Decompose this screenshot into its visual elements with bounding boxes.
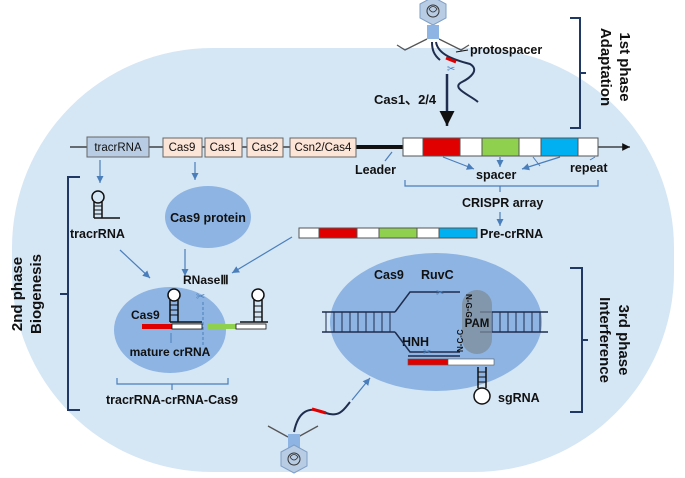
svg-text:N-C-C: N-C-C (456, 329, 465, 352)
gene-csn2-cas4: Csn2/Cas4 (289, 137, 357, 158)
cell-body (12, 48, 674, 472)
mature-crrna-label: mature crRNA (130, 345, 211, 359)
svg-text:1st phase: 1st phase (616, 32, 633, 101)
ngg-label: N-G-G (464, 294, 473, 318)
svg-text:3rd phase: 3rd phase (615, 305, 632, 376)
tracrrna-label: tracrRNA (70, 227, 125, 241)
phage-bottom (267, 425, 319, 474)
repeat-label: repeat (570, 161, 608, 175)
svg-text:Csn2/Cas4: Csn2/Cas4 (295, 142, 352, 154)
leader-label: Leader (355, 163, 396, 177)
pre-crrna-strand (298, 227, 478, 239)
svg-text:2nd phase: 2nd phase (9, 257, 26, 331)
gene-tracrrna: tracrRNA (86, 136, 150, 158)
sgrna-label: sgRNA (498, 391, 540, 405)
pam-label: PAM (465, 318, 490, 330)
phase-label-interference-2: Interference (596, 297, 613, 383)
interference-oval (330, 253, 542, 391)
phage-top (396, 0, 470, 51)
scissors-ruvc: ✂ (436, 288, 444, 299)
released-repeat (208, 288, 268, 330)
phase-label-interference: 3rd phase (615, 305, 632, 376)
svg-text:Biogenesis: Biogenesis (28, 254, 45, 334)
svg-text:Cas2: Cas2 (252, 142, 279, 154)
cas9-protein-label: Cas9 protein (170, 211, 246, 225)
cas9-protein-oval (165, 186, 251, 248)
phase-label-adaptation: 1st phase (616, 32, 633, 101)
crispr-array-blocks (402, 137, 599, 157)
scissors-rnase: ✂ (196, 291, 205, 303)
svg-text:N-G-G: N-G-G (464, 294, 473, 318)
svg-text:Adaptation: Adaptation (597, 28, 614, 106)
sgrna-structure (407, 355, 495, 405)
hnh-label: HNH (402, 335, 429, 349)
complex-brace (116, 378, 229, 390)
scissors-top: ✂ (447, 64, 455, 75)
svg-text:Cas1: Cas1 (210, 142, 237, 154)
crispr-array-brace (404, 180, 599, 192)
pam-region (462, 290, 492, 354)
svg-text:Interference: Interference (596, 297, 613, 383)
cas9-big-label: Cas9 (374, 268, 404, 282)
spacer-label: spacer (476, 168, 516, 182)
rnase-label: RNaseⅢ (183, 273, 229, 287)
pre-crrna-label: Pre-crRNA (480, 227, 543, 241)
phase-label-adaptation-2: Adaptation (597, 28, 614, 106)
gene-cas1: Cas1 (204, 137, 243, 158)
scissors-hnh: ✂ (423, 347, 431, 358)
cas-adapt-label: Cas1、2/4 (374, 92, 437, 107)
crispr-array-label: CRISPR array (462, 196, 543, 210)
bracket-biogenesis (60, 176, 80, 411)
complex-oval (114, 287, 226, 373)
bracket-interference (570, 267, 588, 413)
phage-dna-top (435, 41, 479, 103)
bracket-adaptation (570, 17, 586, 129)
svg-text:tracrRNA: tracrRNA (94, 142, 142, 154)
cas9-small-label: Cas9 (131, 308, 160, 322)
complex-rna (142, 288, 203, 330)
protospacer-label: protospacer (470, 43, 542, 57)
tracrrna-hairpin (91, 190, 120, 219)
phase-label-biogenesis: 2nd phase (9, 257, 26, 331)
phase-label-biogenesis-2: Biogenesis (28, 254, 45, 334)
complex-label: tracrRNA-crRNA-Cas9 (106, 393, 238, 407)
ruvc-label: RuvC (421, 268, 454, 282)
gene-cas2: Cas2 (246, 137, 284, 158)
ncc-label: N-C-C (456, 329, 465, 352)
target-dna (322, 291, 548, 353)
svg-text:Cas9: Cas9 (169, 142, 196, 154)
gene-cas9: Cas9 (162, 137, 203, 158)
